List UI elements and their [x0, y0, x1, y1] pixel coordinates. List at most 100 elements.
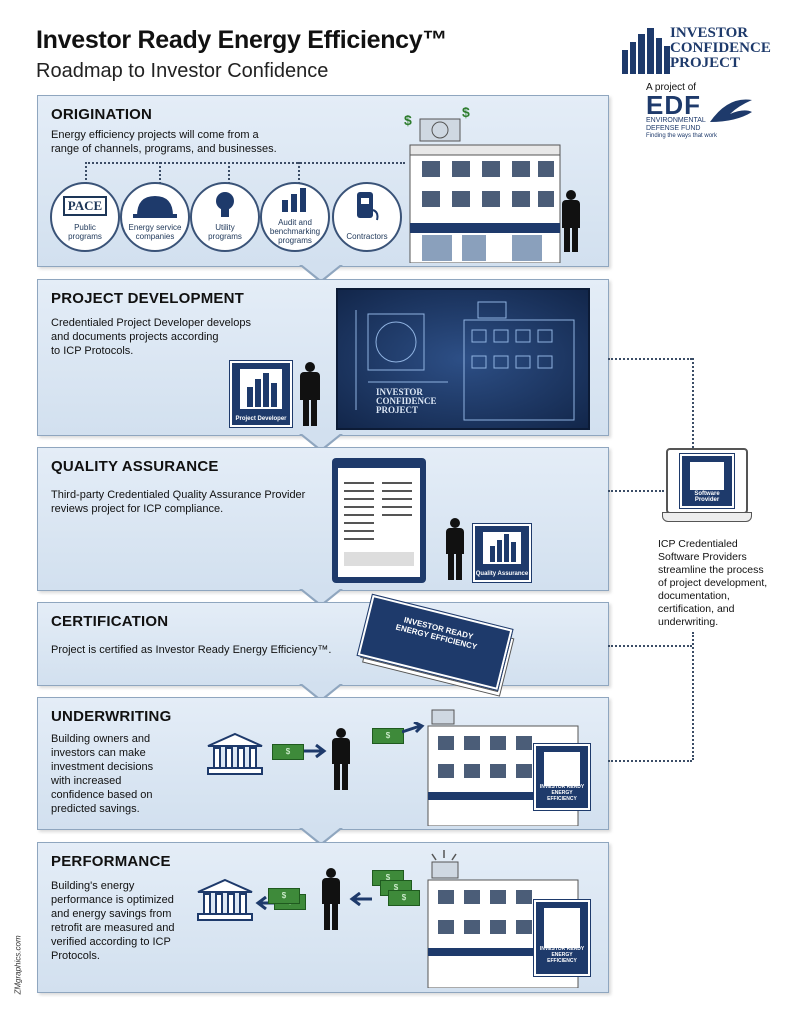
person-silhouette [320, 868, 342, 930]
side-note-line: documentation, [658, 590, 730, 602]
section-text-line: range of channels, programs, and busines… [51, 143, 277, 155]
money-icon: $ [272, 744, 304, 760]
icp-logo-line: CONFIDENCE [670, 40, 771, 56]
leaf-icon [710, 99, 752, 122]
money-icon: $ [268, 888, 300, 904]
side-note-line: streamline the process [658, 564, 764, 576]
bar-chart-icon [282, 188, 306, 212]
section-text-line: Project is certified as Investor Ready E… [51, 644, 332, 656]
section-text: Credentialed Project Developer develops … [51, 316, 251, 358]
badge-label: Project Developer [235, 416, 287, 422]
section-text-line: verified according to ICP [51, 936, 171, 948]
section-text-line: Energy efficiency projects will come fro… [51, 129, 259, 141]
section-text-line: Building's energy [51, 880, 135, 892]
section-text-line: Credentialed Project Developer develops [51, 317, 251, 329]
flow-arrow [301, 433, 341, 449]
credit-text: ZMgraphics.com [13, 935, 23, 995]
section-text-line: confidence based on [51, 789, 153, 801]
software-connector [608, 490, 664, 492]
dollar-icon: $ [404, 112, 412, 128]
section-text-line: investors can make [51, 747, 146, 759]
bank-icon [207, 732, 263, 775]
flow-arrow [301, 588, 341, 604]
section-heading: QUALITY ASSURANCE [51, 458, 219, 475]
hard-hat-icon [133, 196, 177, 218]
edf-tagline: Finding the ways that work [646, 133, 718, 139]
section-heading: PROJECT DEVELOPMENT [51, 290, 244, 307]
skyline-icon [622, 28, 670, 74]
section-text: Third-party Credentialed Quality Assuran… [51, 488, 305, 516]
checklist-icon [344, 482, 414, 566]
software-connector [692, 358, 694, 448]
flow-arrow [301, 264, 341, 280]
money-icon: $ [372, 728, 404, 744]
side-note-line: of project development, [658, 577, 768, 589]
arrow-icon [402, 722, 425, 734]
flow-arrow [301, 827, 341, 843]
badge-label: Quality Assurance [475, 571, 529, 577]
clipboard-icon [332, 458, 426, 583]
section-text-line: to ICP Protocols. [51, 345, 134, 357]
software-connector [608, 358, 692, 360]
pace-icon: PACE [63, 196, 107, 216]
section-text: Building owners and investors can make i… [51, 732, 153, 816]
icp-logo-line: PROJECT [670, 55, 741, 71]
blueprint-drawing [355, 301, 575, 421]
arrow-icon [349, 892, 372, 906]
software-connector [608, 645, 692, 647]
section-text-line: Building owners and [51, 733, 151, 745]
flow-arrow [301, 683, 341, 699]
side-note-line: Software Providers [658, 551, 747, 563]
software-connector [608, 760, 692, 762]
lightbulb-icon [216, 192, 234, 217]
project-developer-badge: Project Developer [229, 360, 293, 428]
quality-assurance-badge: Quality Assurance [472, 523, 532, 583]
section-heading: UNDERWRITING [51, 708, 172, 725]
bank-icon [197, 878, 253, 921]
side-note-line: underwriting. [658, 616, 719, 628]
arrow-icon [304, 744, 327, 758]
section-heading: CERTIFICATION [51, 613, 169, 630]
building-illustration: $ $ $ [404, 105, 561, 263]
section-text-line: with increased [51, 775, 122, 787]
panel-certification: CERTIFICATION Project is certified as In… [37, 602, 609, 686]
section-heading: ORIGINATION [51, 106, 153, 123]
person-silhouette [560, 190, 582, 252]
skyline-icon [247, 373, 277, 407]
side-note: ICP Credentialed Software Providers stre… [658, 538, 788, 629]
section-heading: PERFORMANCE [51, 853, 171, 870]
channel-contractors: Contractors [332, 182, 402, 252]
section-text-line: retrofit are measured and [51, 922, 175, 934]
section-text-line: Protocols. [51, 950, 100, 962]
section-text: Project is certified as Investor Ready E… [51, 643, 331, 657]
page-subtitle: Roadmap to Investor Confidence [36, 60, 329, 82]
origination-connector [85, 162, 405, 164]
person-silhouette [298, 362, 324, 426]
origination-connector [159, 162, 161, 184]
laptop-icon: Software Provider [662, 448, 752, 528]
side-note-line: certification, and [658, 603, 735, 615]
edf-name: EDF [646, 90, 701, 120]
skyline-icon [490, 534, 516, 562]
page-title: Investor Ready Energy Efficiency™ [36, 26, 448, 54]
icp-logo: INVESTOR CONFIDENCE PROJECT [620, 26, 780, 76]
software-provider-badge: Software Provider [679, 453, 735, 509]
origination-connector [228, 162, 230, 184]
person-silhouette [330, 728, 352, 790]
edf-full: ENVIRONMENTAL DEFENSE FUND [646, 117, 706, 132]
section-text-line: performance is optimized [51, 894, 174, 906]
section-text-line: and documents projects according [51, 331, 219, 343]
section-text: Building's energy performance is optimiz… [51, 879, 175, 963]
meter-icon [357, 192, 379, 221]
